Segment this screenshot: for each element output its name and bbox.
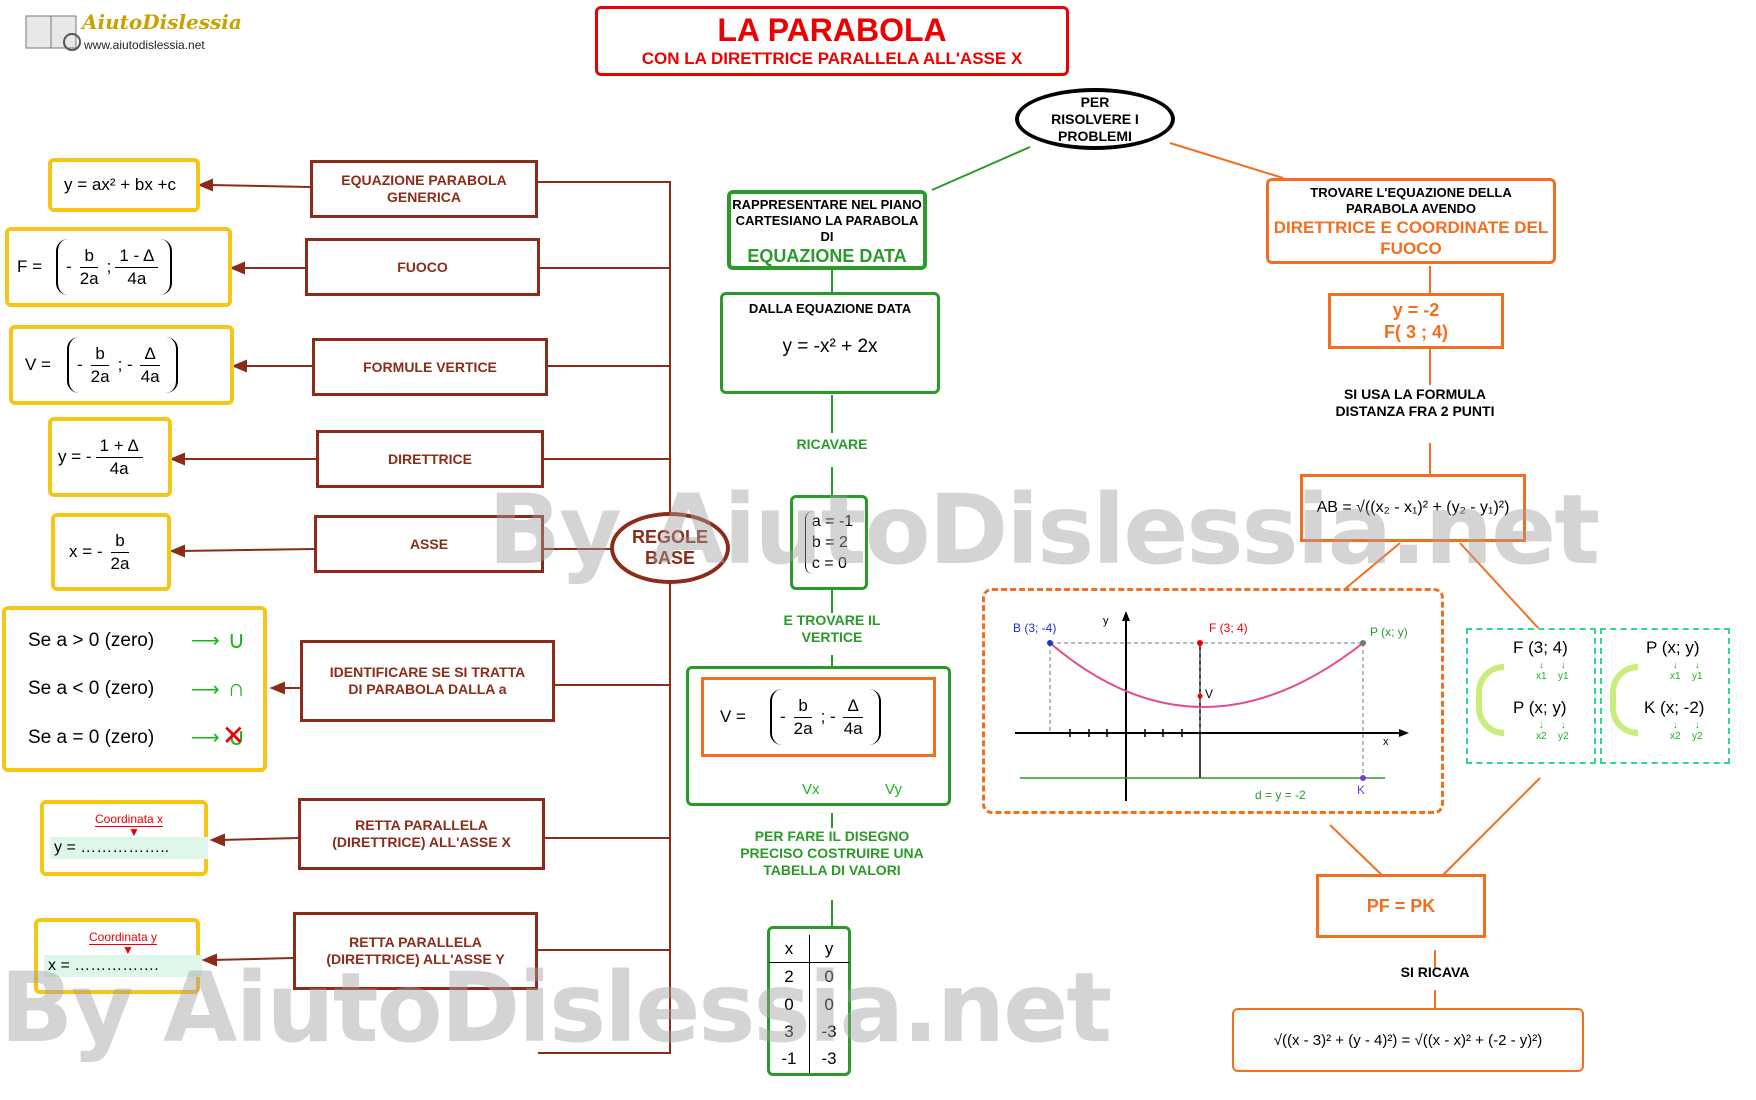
step-distance: SI USA LA FORMULA DISTANZA FRA 2 PUNTI <box>1335 386 1495 419</box>
given-equation-box: DALLA EQUAZIONE DATA y = -x² + 2x <box>720 292 940 394</box>
coord-x-label: Coordinata x <box>95 812 164 827</box>
green-arrow-icon: ⟶ <box>191 727 220 749</box>
rule-vertex: FORMULE VERTICE <box>312 338 548 396</box>
result-box: √((x - 3)² + (y - 4)²) = √((x - x)² + (-… <box>1232 1008 1584 1072</box>
sign-rule-negative: Se a < 0 (zero)⟶∩ <box>28 675 245 702</box>
green-header: RAPPRESENTARE NEL PIANO CARTESIANO LA PA… <box>727 190 927 270</box>
sign-rule-positive: Se a > 0 (zero)⟶∪ <box>28 627 246 654</box>
parabola-graph <box>1015 611 1409 801</box>
book-icon <box>25 15 81 51</box>
green-arrow-icon: ⟶ <box>191 630 220 652</box>
coord-y-label: Coordinata y <box>89 930 158 945</box>
crossed-cup-icon: ∪✕ <box>221 720 246 751</box>
sign-rules: Se a > 0 (zero)⟶∪ Se a < 0 (zero)⟶∩ Se a… <box>2 606 267 772</box>
point-v-label: V <box>1205 687 1214 701</box>
graph-box: B (3; -4) F (3; 4) P (x; y) V K x y d = … <box>982 588 1444 814</box>
coord-x-line: y = …………….. <box>50 837 208 859</box>
axis-x-label: x <box>1383 736 1389 748</box>
point-k-label: K <box>1357 783 1366 797</box>
axis-y-label: y <box>1103 615 1109 627</box>
vy-label: Vy <box>885 781 902 798</box>
rule-directrix: DIRETTRICE <box>316 430 544 488</box>
coefficients-box: a = -1 b = 2 c = 0 <box>790 495 868 590</box>
red-down-arrow-icon: ▼ <box>122 943 134 957</box>
curved-arrow-icon <box>1476 664 1504 736</box>
pairs-right-box: P (x; y) ↓x1 ↓y1 K (x; -2) ↓x2 ↓y2 <box>1600 628 1730 764</box>
rule-axis: ASSE <box>314 515 544 573</box>
step-vertex: E TROVARE IL VERTICE <box>783 612 881 645</box>
point-p-label: P (x; y) <box>1370 625 1408 639</box>
step-ricavare: RICAVARE <box>796 436 868 452</box>
logo-url: www.aiutodislessia.net <box>84 38 205 52</box>
regole-base-node: REGOLE BASE <box>610 512 730 584</box>
rule-identify: IDENTIFICARE SE SI TRATTA DI PARABOLA DA… <box>300 640 555 722</box>
pairs-left-box: F (3; 4) ↓x1 ↓y1 P (x; y) ↓x2 ↓y2 <box>1466 628 1596 764</box>
logo-name: AiutoDislessia <box>82 10 242 34</box>
curved-arrow-icon <box>1610 664 1638 736</box>
watermark-bottom: By AiutoDislessia.net <box>0 952 1112 1064</box>
red-down-arrow-icon: ▼ <box>128 825 140 839</box>
coord-y-line: x = ……………. <box>44 955 202 977</box>
rule-focus: FUOCO <box>305 238 540 296</box>
equality-box: PF = PK <box>1316 874 1486 938</box>
vx-label: Vx <box>802 781 820 798</box>
coord-x-box: Coordinata x ▼ y = …………….. <box>40 800 208 876</box>
given-data-box: y = -2 F( 3 ; 4) <box>1328 293 1504 349</box>
rule-equation: EQUAZIONE PARABOLA GENERICA <box>310 160 538 218</box>
equation-formula: y = ax² + bx +c <box>48 158 200 212</box>
title-box: LA PARABOLA CON LA DIRETTRICE PARALLELA … <box>595 6 1069 76</box>
watermark-center: By AiutoDislessia.net <box>488 474 1600 586</box>
directrix-label: d = y = -2 <box>1255 788 1306 802</box>
rule-parallel-y: RETTA PARALLELA (DIRETTRICE) ALL'ASSE Y <box>293 912 538 990</box>
problems-node: PER RISOLVERE I PROBLEMI <box>1015 88 1175 150</box>
rule-parallel-x: RETTA PARALLELA (DIRETTRICE) ALL'ASSE X <box>298 798 545 870</box>
step-table: PER FARE IL DISEGNO PRECISO COSTRUIRE UN… <box>740 828 924 878</box>
page-title: LA PARABOLA <box>717 12 947 48</box>
sign-rule-zero: Se a = 0 (zero)⟶∪✕ <box>28 720 246 751</box>
coord-y-box: Coordinata y ▼ x = ……………. <box>34 918 202 994</box>
point-b-label: B (3; -4) <box>1013 621 1057 635</box>
step-result: SI RICAVA <box>1400 964 1470 980</box>
green-arrow-icon: ⟶ <box>191 678 220 701</box>
orange-header: TROVARE L'EQUAZIONE DELLA PARABOLA AVEND… <box>1266 178 1556 264</box>
logo: AiutoDislessia www.aiutodislessia.net <box>22 8 242 54</box>
point-f-label: F (3; 4) <box>1209 621 1248 635</box>
page-subtitle: CON LA DIRETTRICE PARALLELA ALL'ASSE X <box>641 49 1023 68</box>
distance-formula-box: AB = √((x₂ - x₁)² + (y₂ - y₁)²) <box>1300 474 1526 542</box>
